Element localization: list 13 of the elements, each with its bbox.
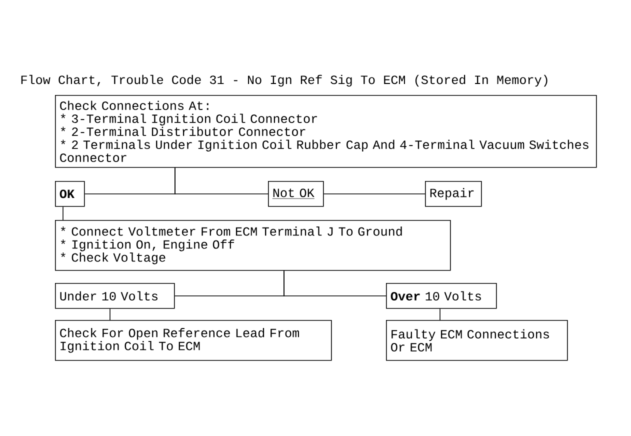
- action-box: Faulty ECM Connections Or ECM: [386, 320, 568, 361]
- result-box: OK: [55, 181, 85, 207]
- title: Flow Chart, Trouble Code 31 - No Ign Ref Sig To ECM (Stored In Memory): [21, 74, 548, 87]
- process-box: * Connect Voltmeter From ECM Terminal J To Ground * Ignition On, Engine Off * Check Voltage: [55, 220, 451, 271]
- result-box: Not OK: [268, 181, 324, 207]
- result-box: Under 10 Volts: [55, 283, 175, 309]
- connector-line: [174, 167, 268, 194]
- connector-line: [62, 206, 64, 220]
- action-box: Repair: [425, 181, 482, 207]
- connector-line: [284, 270, 386, 296]
- process-box: Check Connections At: * 3-Terminal Ignition Coil Connector * 2-Terminal Distributor Connector * 2 Terminals Under Ignition Coil Rubber Cap And 4-Terminal Vacuum Switches Connector: [55, 95, 597, 168]
- result-box: Over 10 Volts: [386, 283, 497, 309]
- action-box: Check For Open Reference Lead From Ignition Coil To ECM: [55, 320, 332, 361]
